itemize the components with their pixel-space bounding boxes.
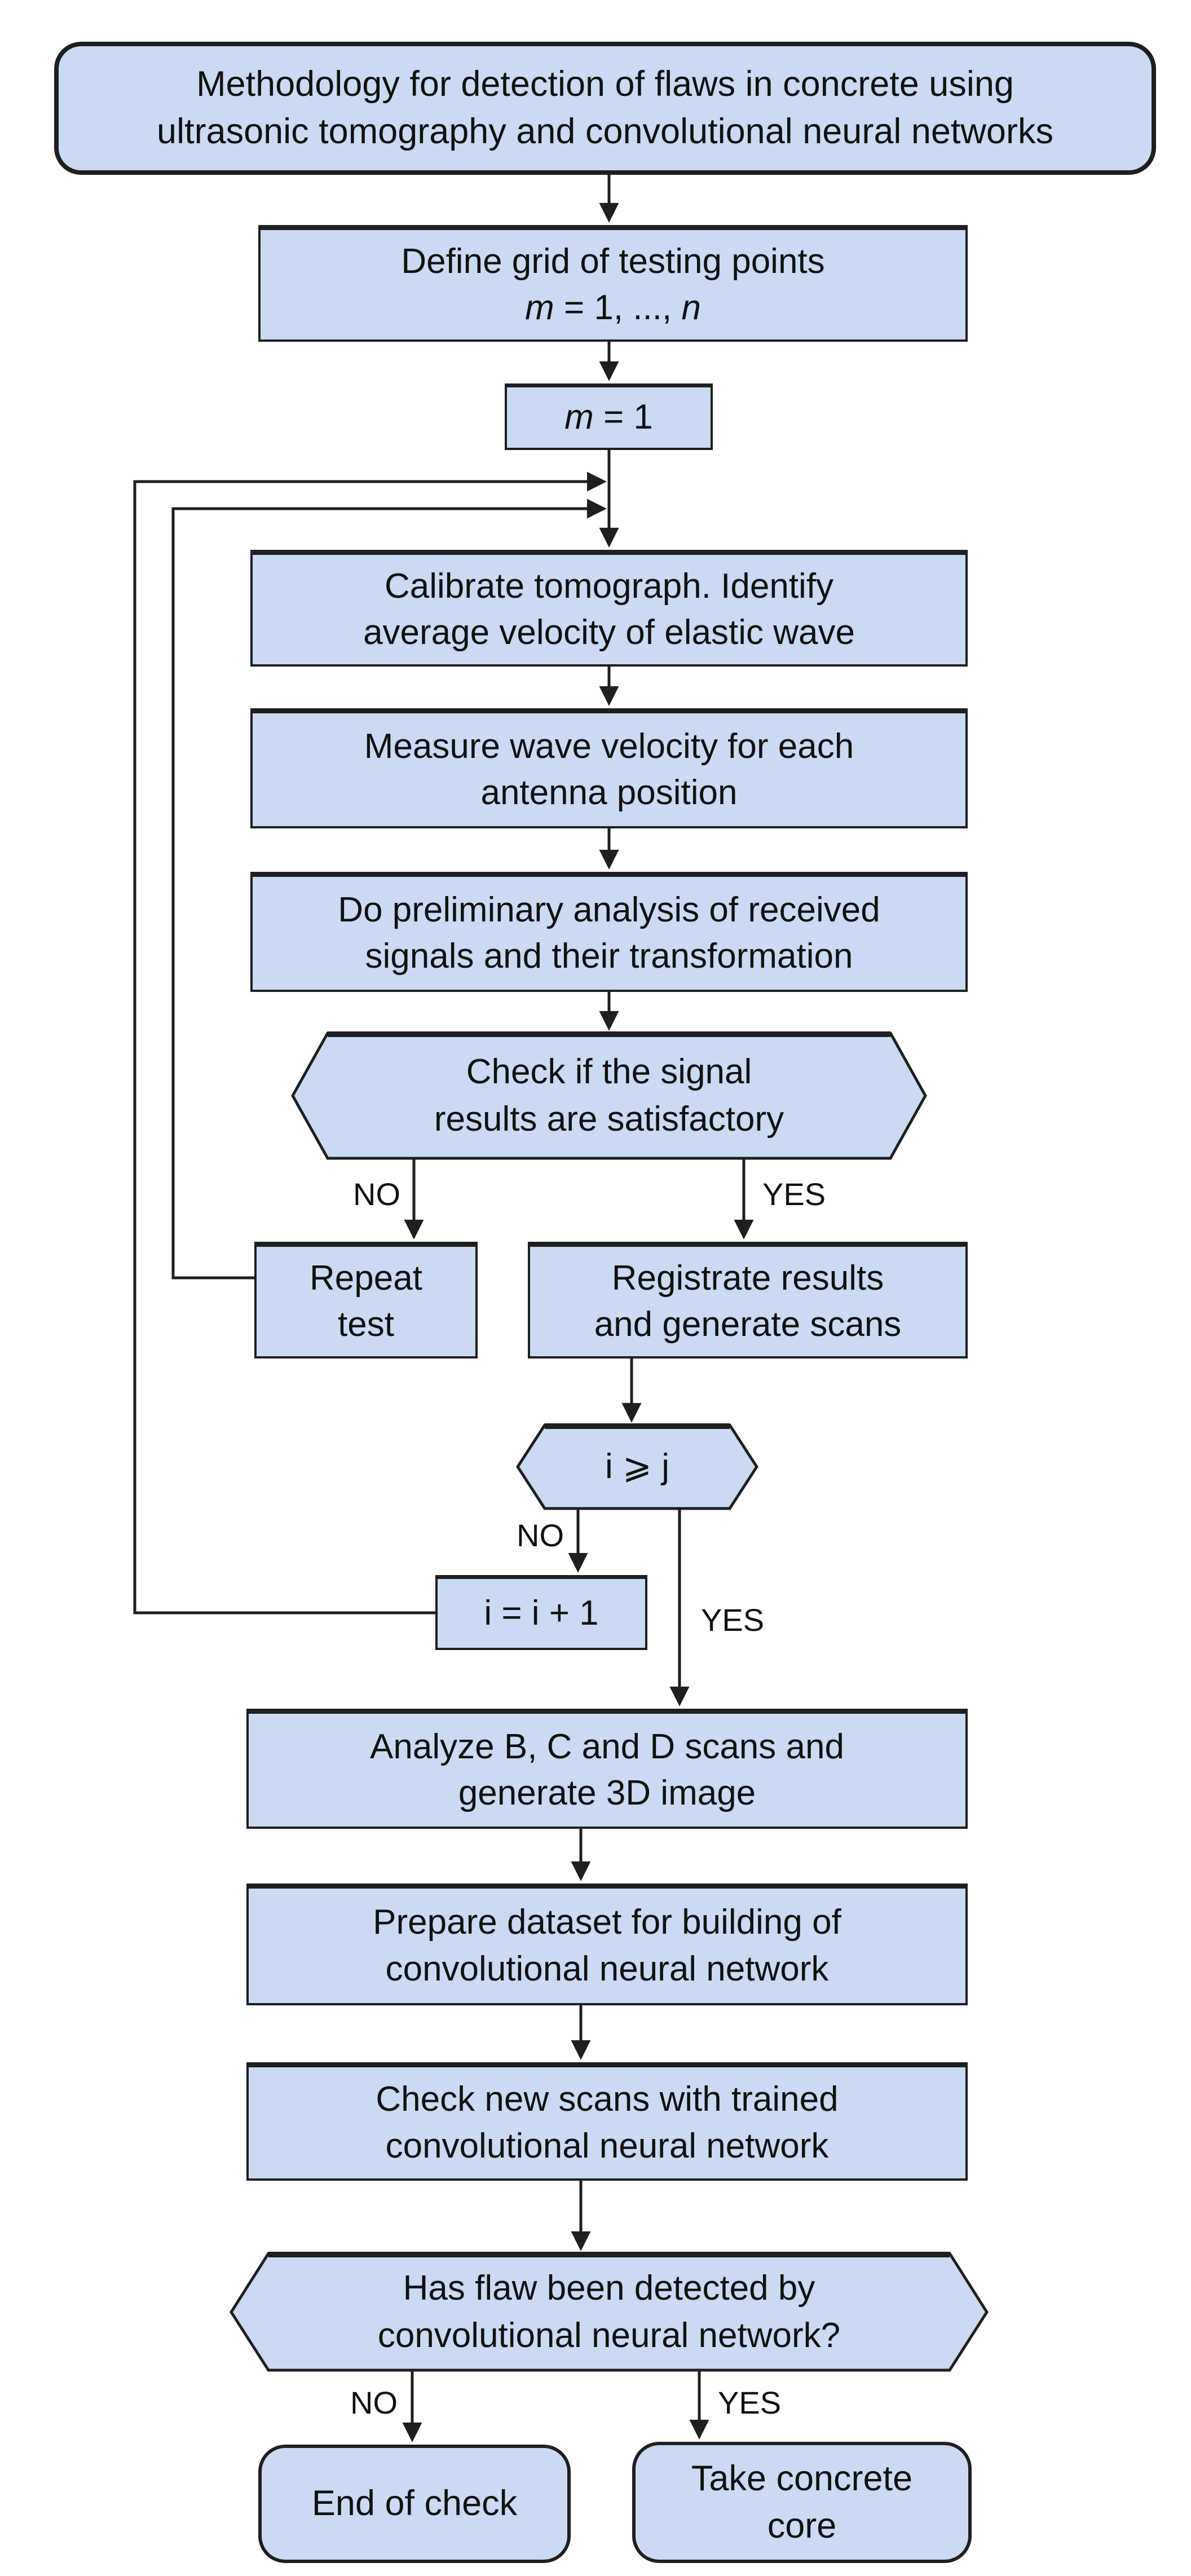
process-preliminary-analysis: Do preliminary analysis of received sign… <box>250 872 968 992</box>
start-terminator: Methodology for detection of flaws in co… <box>54 42 1156 175</box>
process-analyze-scans: Analyze B, C and D scans and generate 3D… <box>246 1709 968 1829</box>
take-core-line2: core <box>767 2506 837 2546</box>
process-prepare-dataset: Prepare dataset for building of convolut… <box>246 1884 968 2005</box>
end-check-line1: End of check <box>311 2484 518 2524</box>
decision-flaw-check: Has flaw been detected by convolutional … <box>231 2253 987 2370</box>
repeat-test-line1: Repeat <box>310 1258 422 1298</box>
i-increment-text: i = i + 1 <box>484 1593 599 1633</box>
label-flaw-no: NO <box>350 2385 398 2420</box>
check-signal-line2: results are satisfactory <box>434 1100 784 1139</box>
analyze-line1: Analyze B, C and D scans and <box>370 1727 844 1766</box>
terminator-end-of-check: End of check <box>258 2445 571 2563</box>
calibrate-line2: average velocity of elastic wave <box>363 613 855 652</box>
process-i-increment: i = i + 1 <box>435 1575 647 1650</box>
define-grid-var-m: m <box>525 288 554 327</box>
check-signal-line1: Check if the signal <box>466 1052 752 1092</box>
label-signal-no: NO <box>353 1176 400 1212</box>
label-flaw-yes: YES <box>718 2385 782 2420</box>
flaw-check-line1: Has flaw been detected by <box>403 2268 815 2308</box>
calibrate-line1: Calibrate tomograph. Identify <box>384 566 834 606</box>
m-init-var: m <box>564 398 594 437</box>
m-init-text: m = 1 <box>564 394 653 440</box>
label-icheck-yes: YES <box>701 1602 765 1638</box>
start-terminator-line2: ultrasonic tomography and convolutional … <box>157 112 1053 151</box>
label-signal-yes: YES <box>762 1176 826 1212</box>
terminator-take-concrete-core: Take concrete core <box>632 2442 972 2563</box>
process-measure: Measure wave velocity for each antenna p… <box>250 708 968 828</box>
process-repeat-test: Repeat test <box>254 1242 478 1358</box>
check-new-line2: convolutional neural network <box>385 2126 829 2165</box>
process-define-grid: Define grid of testing points m = 1, ...… <box>258 225 968 342</box>
process-calibrate: Calibrate tomograph. Identify average ve… <box>250 550 968 667</box>
define-grid-var-n: n <box>681 288 701 327</box>
m-init-rest: = 1 <box>593 398 653 437</box>
i-check-text: i ⩾ j <box>605 1447 669 1487</box>
process-registrate-results: Registrate results and generate scans <box>528 1242 968 1358</box>
define-grid-formula-mid: = 1, ..., <box>554 288 682 327</box>
analyze-line2: generate 3D image <box>458 1774 756 1812</box>
decision-check-signal: Check if the signal results are satisfac… <box>293 1033 925 1158</box>
measure-line1: Measure wave velocity for each <box>364 726 854 766</box>
label-icheck-no: NO <box>517 1518 564 1553</box>
define-grid-formula: m = 1, ..., n <box>525 285 701 331</box>
start-terminator-line1: Methodology for detection of flaws in co… <box>196 64 1014 104</box>
take-core-line1: Take concrete <box>691 2458 913 2498</box>
process-m-init: m = 1 <box>505 383 713 450</box>
measure-line2: antenna position <box>480 773 738 812</box>
flaw-check-line2: convolutional neural network? <box>377 2315 841 2355</box>
preliminary-line2: signals and their transformation <box>365 937 853 976</box>
check-new-line1: Check new scans with trained <box>376 2080 839 2119</box>
process-check-new-scans: Check new scans with trained convolution… <box>246 2062 968 2181</box>
repeat-test-line2: test <box>338 1305 394 1344</box>
connector-feedback-repeat-test <box>171 499 607 1280</box>
define-grid-line1: Define grid of testing points <box>401 241 825 281</box>
connector-feedback-i-increment <box>133 471 607 1615</box>
preliminary-line1: Do preliminary analysis of received <box>338 890 880 929</box>
decision-i-check: i ⩾ j <box>518 1425 757 1508</box>
registrate-line1: Registrate results <box>611 1258 884 1298</box>
prepare-line2: convolutional neural network <box>385 1949 829 1988</box>
registrate-line2: and generate scans <box>594 1305 902 1344</box>
prepare-line1: Prepare dataset for building of <box>373 1903 841 1942</box>
